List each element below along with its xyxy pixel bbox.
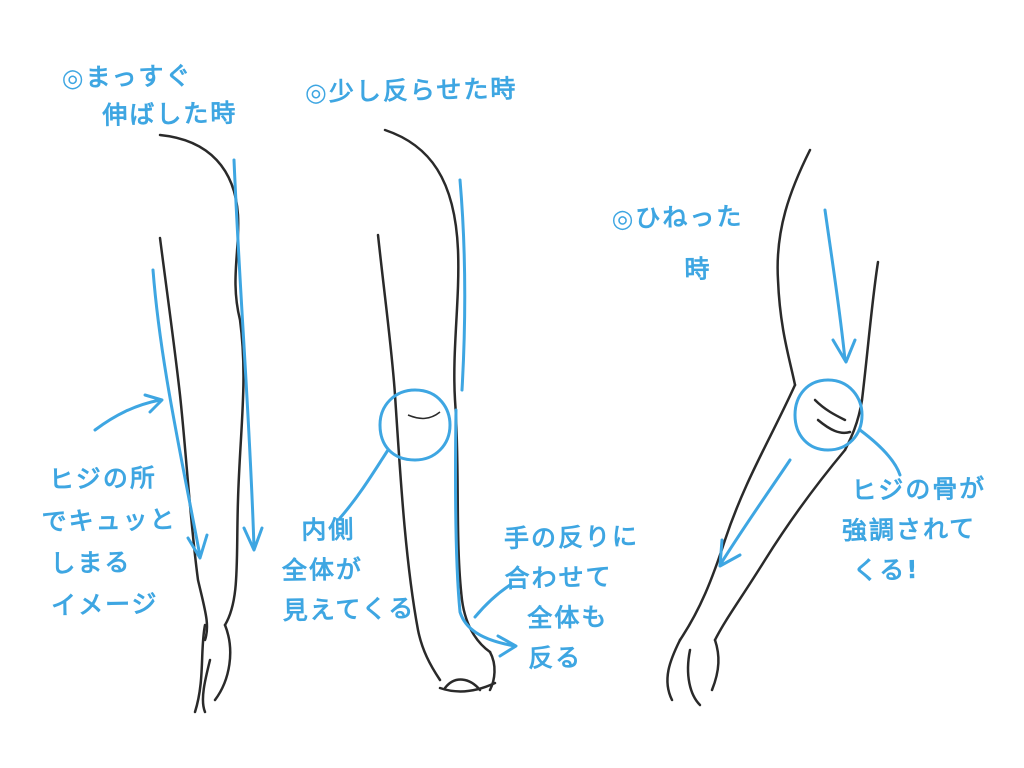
bent-arm-hand [438, 650, 497, 693]
wrist-bend-note: 手の反りに 合わせて 全体も 反る [504, 517, 642, 679]
title-line: 時 [684, 254, 712, 284]
title-line: ◎少し反らせた時 [304, 74, 518, 107]
bent-arm-bend-arrow [453, 408, 518, 658]
title-line: ◎まっすぐ [61, 61, 193, 93]
straight-arm-inner-line [158, 236, 209, 642]
twisted-arm-upper-outer [776, 148, 812, 387]
bent-arm-outer-line [383, 128, 492, 654]
twisted-arm-elbow-crease [813, 398, 852, 435]
note-line: しまる [50, 547, 132, 579]
inner-elbow-circle [378, 388, 452, 462]
bent-arm-inner-line [376, 233, 442, 682]
elbow-bone-pointer [858, 428, 902, 477]
note-line: くる! [852, 555, 920, 586]
elbow-bone-note: ヒジの骨が 強調されて くる! [842, 469, 988, 591]
note-line: ヒジの骨が [851, 473, 987, 506]
note-line: イメージ [50, 589, 159, 621]
inner-visible-note: 内側 全体が 見えてくる [281, 509, 416, 631]
note-line: 内側 [301, 514, 356, 545]
twisted-arm-title: ◎ひねった 時 [611, 191, 745, 297]
note-line: 強調されて [841, 514, 977, 546]
note-line: 合わせて [504, 562, 613, 594]
straight-arm-inner-arrow [151, 268, 209, 560]
straight-arm-outer-line [158, 133, 245, 627]
note-line: 手の反りに [503, 521, 640, 554]
note-line: でキュッと [41, 504, 177, 537]
inner-pointer-line [338, 448, 390, 520]
twisted-arm-upper-inner [843, 260, 880, 452]
title-line: ◎ひねった [611, 201, 744, 234]
bent-arm-outer-blue-line [458, 178, 467, 392]
twisted-arm-forearm-inner [713, 448, 847, 642]
bent-arm-title: ◎少し反らせた時 [305, 70, 518, 112]
twisted-arm-down-arrow [823, 208, 857, 364]
elbow-bone-circle [793, 378, 864, 452]
straight-arm-hand [193, 623, 232, 714]
twisted-forearm-arrow [718, 458, 792, 568]
note-line: 全体が [281, 554, 364, 586]
straight-arm-outer-arrow [232, 158, 264, 552]
twisted-arm-forearm-outer [678, 383, 797, 642]
straight-arm-title: ◎まっすぐ 伸ばした時 [61, 56, 237, 135]
note-line: 見えてくる [282, 593, 416, 626]
title-line: 伸ばした時 [102, 98, 238, 130]
twisted-arm-hand [666, 638, 720, 707]
note-line: ヒジの所 [48, 463, 158, 495]
bent-arm-inner-elbow-crease [407, 411, 441, 420]
note-line: 反る [527, 642, 583, 673]
elbow-pointer-arrow [93, 393, 164, 432]
wrist-pointer-line [473, 583, 512, 619]
note-line: 全体も [527, 602, 609, 633]
elbow-tighten-note: ヒジの所 でキュッと しまる イメージ [41, 457, 179, 627]
